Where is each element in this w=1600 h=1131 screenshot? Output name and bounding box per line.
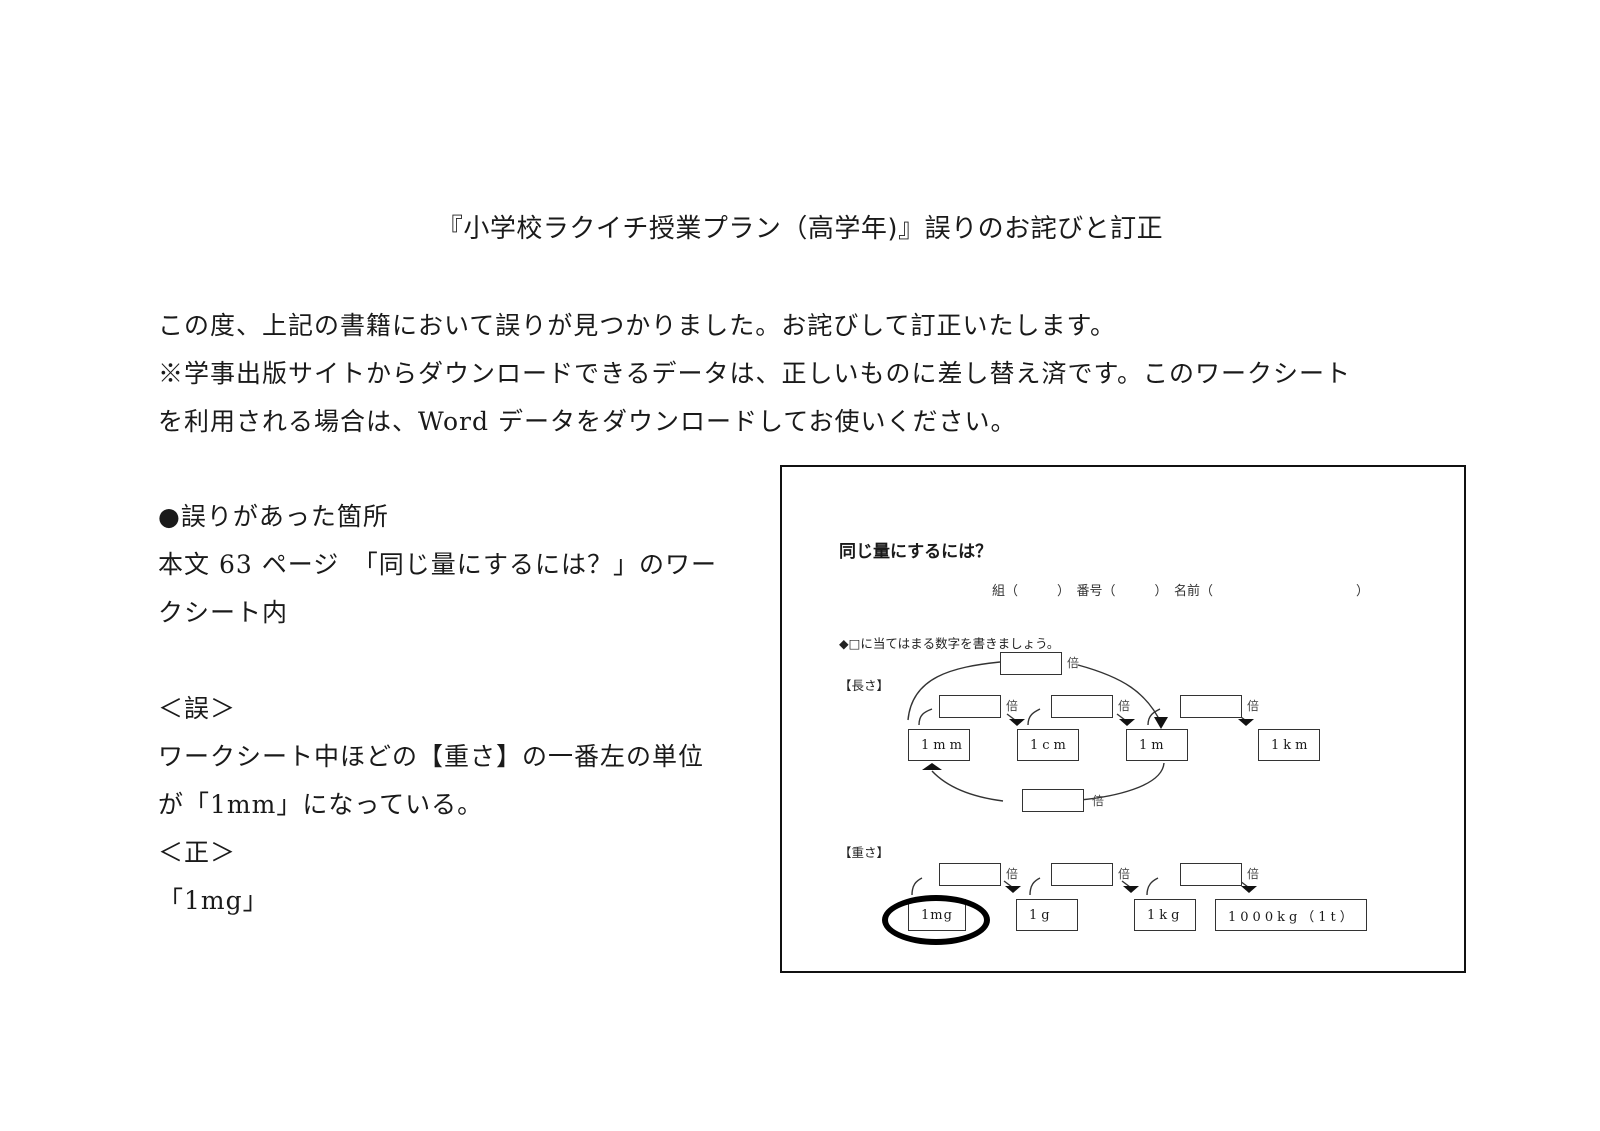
multiplier-label: 倍 [1006,699,1019,713]
answer-box[interactable] [1000,652,1062,675]
unit-box-1cm: 1cm [1017,729,1079,761]
intro-line: この度、上記の書籍において誤りが見つかりました。お詫びして訂正いたします。 [158,311,1117,340]
multiplier-label: 倍 [1092,794,1105,808]
location-heading: ●誤りがあった箇所 [158,502,389,531]
error-highlight-circle [882,895,990,945]
location-line: クシート内 [158,598,289,627]
answer-box[interactable] [1022,789,1084,812]
error-label: ＜誤＞ [158,694,237,723]
multiplier-label: 倍 [1006,867,1019,881]
correct-label: ＜正＞ [158,838,237,867]
correct-value: 「1mg」 [158,886,269,915]
unit-box-1m: 1m [1126,729,1188,761]
intro-line: を利用される場合は、Word データをダウンロードしてお使いください。 [158,407,1017,436]
unit-box-1mm: 1mm [908,729,970,761]
worksheet-title: 同じ量にするには？ [839,542,993,562]
answer-box[interactable] [1051,863,1113,886]
unit-box-1kg: 1kg [1134,899,1196,931]
multiplier-label: 倍 [1118,867,1131,881]
unit-box-1000kg: 1000kg（1t） [1215,899,1367,931]
multiplier-label: 倍 [1247,867,1260,881]
length-label: 【長さ】 [839,678,890,693]
error-line: が「1mm」になっている。 [158,790,484,819]
answer-box[interactable] [1051,695,1113,718]
multiplier-label: 倍 [1118,699,1131,713]
arrow-connectors [907,661,1257,896]
multiplier-label: 倍 [1067,656,1080,670]
answer-box[interactable] [1180,863,1242,886]
worksheet-instruction: ◆□に当てはまる数字を書きましょう。 [839,636,1060,651]
error-line: ワークシート中ほどの【重さ】の一番左の単位 [158,742,705,771]
intro-line: ※学事出版サイトからダウンロードできるデータは、正しいものに差し替え済です。この… [158,359,1352,388]
weight-label: 【重さ】 [839,845,890,860]
page-title: 『小学校ラクイチ授業プラン（高学年)』誤りのお詫びと訂正 [436,214,1164,244]
answer-box[interactable] [939,863,1001,886]
unit-box-1g: 1g [1016,899,1078,931]
worksheet-name-fields: 組（ ） 番号（ ） 名前（ ） [992,584,1370,599]
answer-box[interactable] [1180,695,1242,718]
spacer [158,637,758,685]
multiplier-label: 倍 [1247,699,1260,713]
unit-box-1km: 1km [1258,729,1320,761]
error-details: ●誤りがあった箇所 本文 63 ページ 「同じ量にするには？」のワー クシート内… [158,493,758,925]
intro-paragraph: この度、上記の書籍において誤りが見つかりました。お詫びして訂正いたします。 ※学… [158,302,1478,446]
answer-box[interactable] [939,695,1001,718]
location-line: 本文 63 ページ 「同じ量にするには？」のワー [158,550,717,579]
worksheet-image: 同じ量にするには？ 組（ ） 番号（ ） 名前（ ） ◆□に当てはまる数字を書き… [780,465,1466,973]
